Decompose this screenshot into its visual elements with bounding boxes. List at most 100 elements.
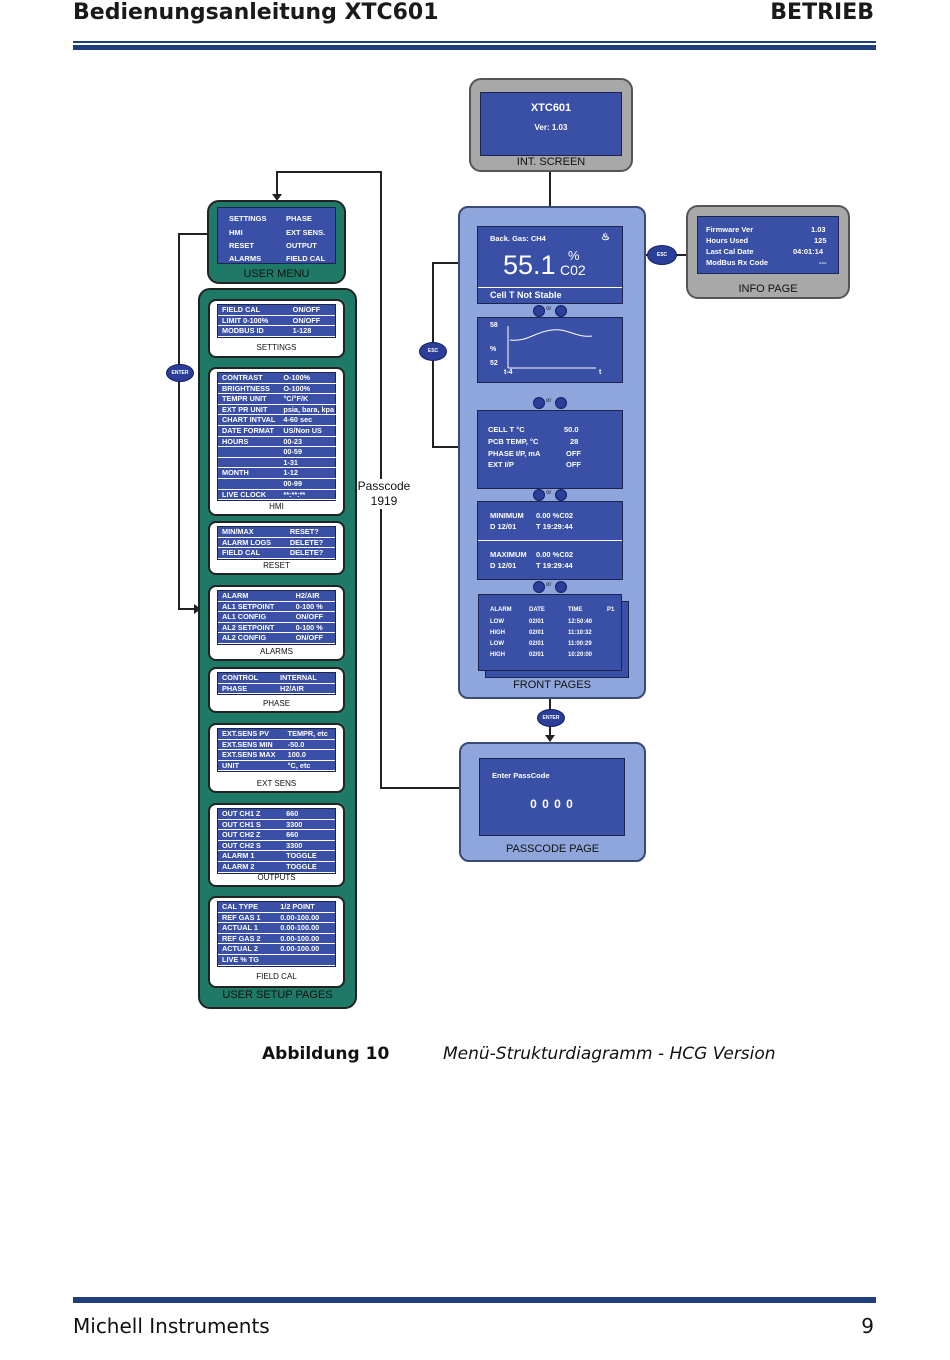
user-menu-panel: SETTINGS HMI RESET ALARMS PHASE EXT SENS…: [207, 200, 346, 284]
settings-value: ON/OFF: [292, 315, 321, 325]
user-menu-ext-sens[interactable]: EXT SENS.: [286, 228, 326, 237]
arrow-head: [194, 604, 201, 614]
phase-value: H2/AIR: [279, 683, 304, 693]
enter-button[interactable]: ENTER: [166, 364, 194, 382]
field-cal-value: 0.00-100.00: [280, 912, 320, 922]
alarm-log-cell: LOW: [490, 619, 504, 625]
max-value: 0.00 %C02: [536, 550, 574, 559]
field-cal-caption: FIELD CAL: [256, 972, 297, 981]
ext-sens-caption: EXT SENS: [256, 779, 297, 788]
min-value: 0.00 %C02: [536, 511, 574, 520]
connector: [178, 608, 196, 610]
reset-value: RESET?: [289, 527, 319, 536]
diag-label-4: EXT I/P: [488, 460, 514, 469]
ext-sens-label: EXT.SENS MAX: [222, 750, 276, 760]
hmi-value: psia, bara, kpa: [283, 404, 335, 414]
connector: [549, 168, 551, 218]
down-arrow-icon[interactable]: [555, 581, 567, 593]
outputs-label: OUT CH2 Z: [222, 830, 261, 840]
user-menu-phase[interactable]: PHASE: [286, 214, 312, 223]
hmi-label: [218, 447, 279, 458]
user-menu-hmi[interactable]: HMI: [229, 228, 243, 237]
passcode-input[interactable]: 0 0 0 0: [530, 797, 574, 811]
hmi-row: 00-99: [218, 478, 339, 490]
alarms-label: AL2 SETPOINT: [222, 622, 275, 632]
hmi-value: 4-60 sec: [283, 415, 313, 425]
outputs-label: ALARM 1: [222, 851, 255, 861]
alarm-log-header-p1: P1: [607, 607, 615, 613]
user-menu-field-cal[interactable]: FIELD CAL: [286, 254, 326, 263]
connector: [178, 233, 180, 610]
alarm-log-cell: 02/01: [529, 630, 545, 636]
alarm-log-header-time: TIME: [568, 607, 583, 613]
settings-label: FIELD CAL: [222, 305, 261, 314]
back-gas-label: Back. Gas: CH4: [490, 234, 546, 243]
reset-label: ALARM LOGS: [222, 537, 272, 547]
settings-value: 1-128: [292, 326, 312, 336]
arrow-head: [272, 194, 282, 201]
hmi-value: 00-59: [283, 447, 303, 457]
passcode-display: Enter PassCode 0 0 0 0: [479, 758, 625, 836]
user-menu-settings[interactable]: SETTINGS: [229, 214, 267, 223]
int-screen-version: Ver: 1.03: [534, 123, 568, 132]
int-screen-title: XTC601: [530, 102, 572, 114]
up-arrow-icon[interactable]: [533, 397, 545, 409]
up-arrow-icon[interactable]: [533, 489, 545, 501]
trend-chart: [507, 326, 596, 369]
reset-label: FIELD CAL: [222, 548, 261, 558]
outputs-value: 660: [286, 809, 299, 818]
passcode-enter-button[interactable]: ENTER: [537, 709, 565, 727]
passcode-prompt: Enter PassCode: [492, 771, 550, 780]
status-text: Cell T Not Stable: [490, 290, 562, 300]
down-arrow-icon[interactable]: [555, 305, 567, 317]
field-cal-value: 0.00-100.00: [280, 944, 320, 954]
connector: [432, 446, 478, 448]
down-arrow-icon[interactable]: [555, 397, 567, 409]
info-esc-button[interactable]: ESC: [647, 245, 677, 265]
outputs-label: ALARM 2: [222, 861, 255, 871]
info-page-caption: INFO PAGE: [738, 283, 798, 295]
up-arrow-icon[interactable]: [533, 305, 545, 317]
connector: [276, 171, 278, 199]
hmi-value: 1-12: [283, 468, 298, 478]
field-cal-label: LIVE % TG: [222, 954, 259, 964]
alarm-log-cell: 02/01: [529, 641, 545, 647]
field-cal-value: 0.00-100.00: [280, 933, 320, 943]
footer-page-number: 9: [861, 1314, 874, 1338]
hmi-row: TEMPR UNIT°C/°F/K: [218, 394, 339, 405]
hmi-label: CONTRAST: [222, 373, 263, 382]
field-cal-value: 1/2 POINT: [280, 902, 315, 911]
diag-value-4: OFF: [566, 460, 581, 469]
user-menu-alarms[interactable]: ALARMS: [229, 254, 262, 263]
alarm-log-cell: HIGH: [490, 630, 505, 636]
info-label-4: ModBus Rx Code: [706, 258, 769, 267]
down-arrow-icon[interactable]: [555, 489, 567, 501]
up-arrow-icon[interactable]: [533, 581, 545, 593]
alarms-label: AL1 CONFIG: [222, 612, 267, 622]
chart-trend-line: [509, 329, 593, 341]
user-setup-caption: USER SETUP PAGES: [222, 989, 333, 1001]
alarms-label: AL1 SETPOINT: [222, 601, 275, 611]
esc-button[interactable]: ESC: [419, 342, 447, 361]
info-value-2: 125: [814, 236, 827, 245]
int-screen-display: XTC601 Ver: 1.03: [480, 92, 622, 156]
user-menu-reset[interactable]: RESET: [229, 241, 255, 250]
info-value-1: 1.03: [811, 225, 826, 234]
figure-label: Abbildung 10: [262, 1044, 390, 1064]
min-label: MINIMUM: [490, 511, 524, 520]
user-menu-output[interactable]: OUTPUT: [286, 241, 317, 250]
